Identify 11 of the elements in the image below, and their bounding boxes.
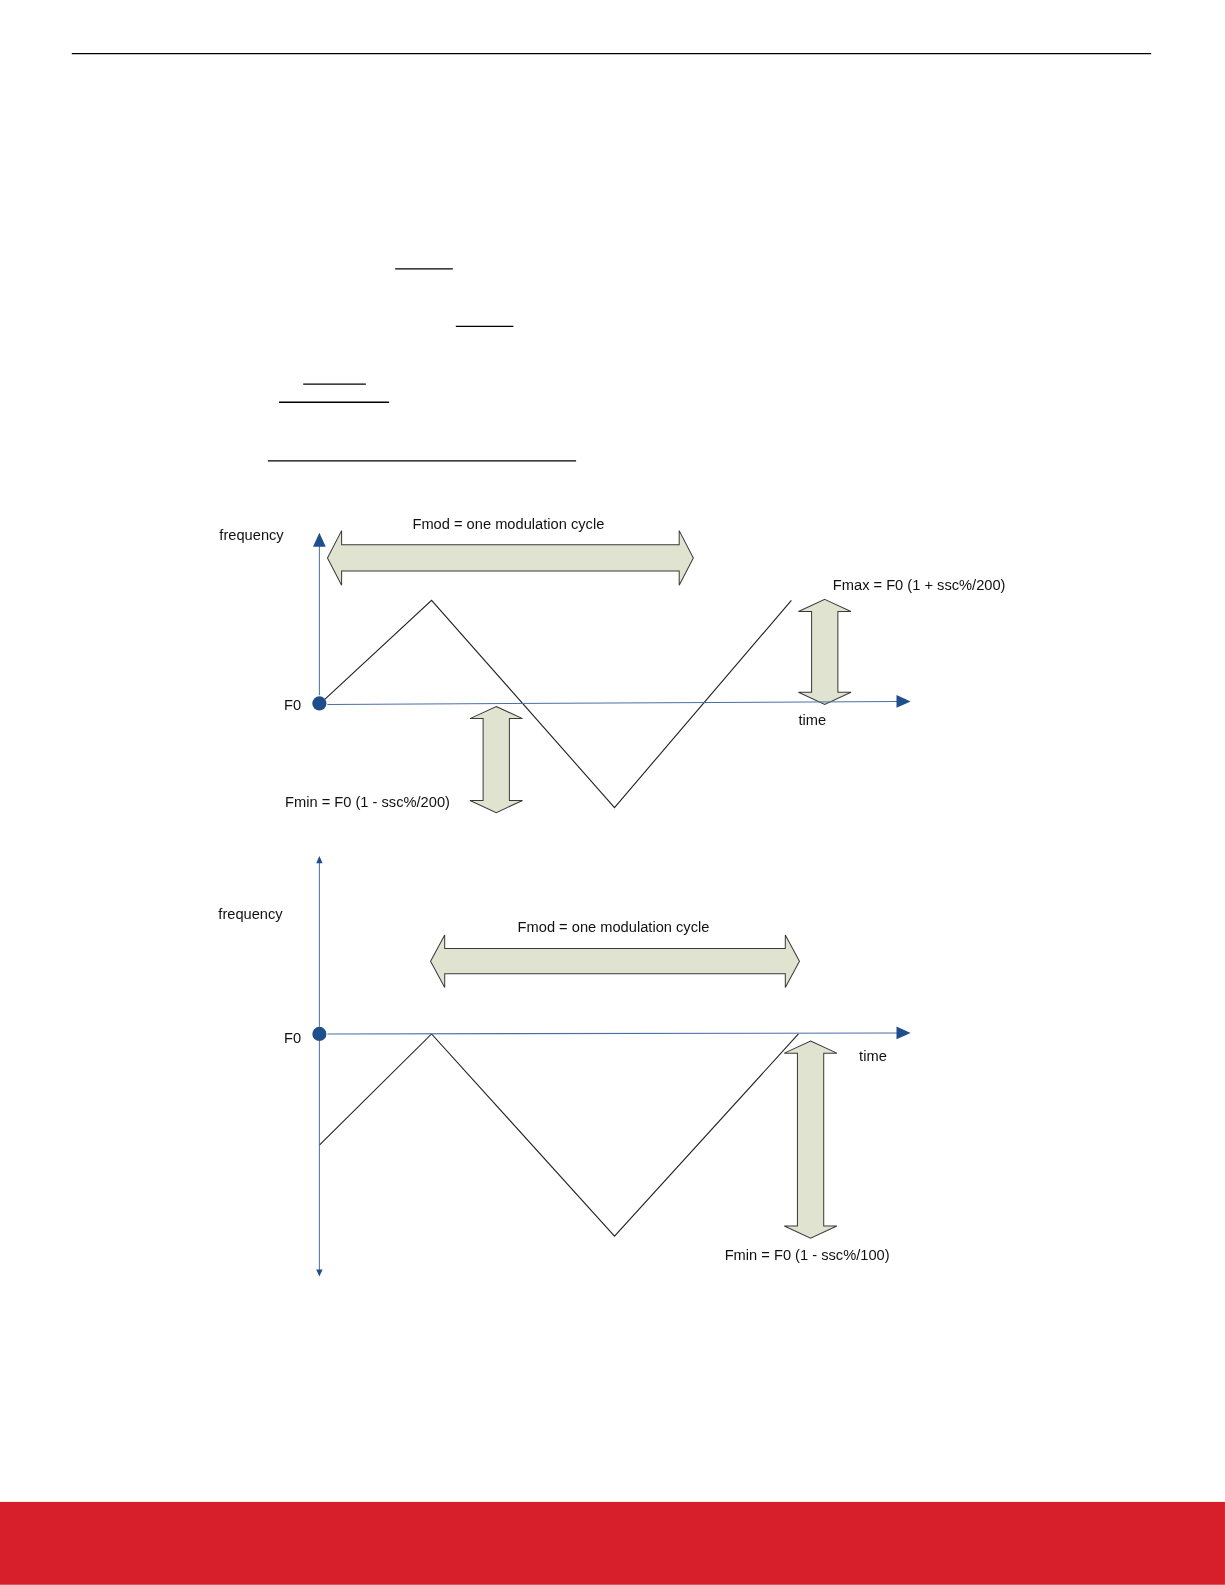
- axis-label: time: [859, 1047, 887, 1066]
- formula-label: Fmin = F0 (1 - ssc%/100): [724, 1246, 890, 1265]
- level-label: F0: [284, 695, 302, 714]
- period-label: Fmod = one modulation cycle: [517, 917, 710, 936]
- axis-label: frequency: [218, 904, 283, 923]
- level-label: F0: [284, 1028, 302, 1048]
- axis-label: frequency: [219, 525, 284, 544]
- formula-label: Fmin = F0 (1 - ssc%/200): [285, 792, 450, 811]
- axis-label: time: [798, 710, 827, 729]
- formula-label: Fmax = F0 (1 + ssc%/200): [832, 576, 1006, 595]
- period-label: Fmod = one modulation cycle: [412, 514, 605, 533]
